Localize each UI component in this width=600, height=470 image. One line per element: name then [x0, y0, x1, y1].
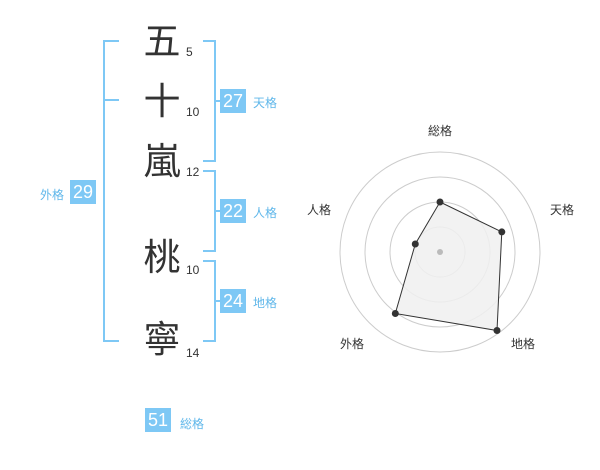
- radar-label-chikaku: 地格: [511, 337, 536, 351]
- stroke-count-4: 10: [186, 263, 200, 277]
- radar-point-3: [493, 326, 501, 334]
- radar-ring-4: [339, 151, 541, 353]
- radar-label-tenkaku: 天格: [550, 203, 575, 217]
- soukaku-value: 51: [145, 408, 172, 432]
- radar-point-1: [436, 198, 444, 206]
- name-char-5: 寧: [143, 318, 181, 361]
- jinkaku-value: 22: [220, 199, 247, 223]
- gaikaku-label: 外格: [40, 188, 65, 202]
- jinkaku-label: 人格: [253, 206, 278, 220]
- chikaku-bracket-connector: [214, 300, 220, 302]
- radar-point-4: [391, 309, 399, 317]
- name-char-1: 五: [143, 20, 181, 63]
- tenkaku-label: 天格: [253, 96, 278, 110]
- radar-points: [391, 198, 506, 334]
- tenkaku-value: 27: [220, 89, 247, 113]
- gaikaku-bracket-divider: [103, 99, 119, 101]
- stroke-count-3: 12: [186, 165, 200, 179]
- radar-polygon: [394, 201, 503, 332]
- radar-center-dot: [437, 249, 443, 255]
- soukaku-label: 総格: [180, 417, 205, 431]
- radar-label-gaikaku: 外格: [340, 337, 365, 351]
- radar-ring-3: [364, 176, 516, 328]
- stroke-count-5: 14: [186, 346, 200, 360]
- chikaku-label: 地格: [253, 296, 278, 310]
- name-char-4: 桃: [143, 236, 181, 279]
- jinkaku-bracket-connector: [214, 210, 220, 212]
- stroke-count-1: 5: [186, 45, 193, 59]
- radar-label-soukaku: 総格: [428, 124, 453, 138]
- name-char-3: 嵐: [143, 140, 181, 183]
- chikaku-value: 24: [220, 289, 247, 313]
- gaikaku-value: 29: [70, 180, 97, 204]
- radar-point-5: [411, 240, 419, 248]
- radar-point-2: [498, 228, 506, 236]
- gaikaku-bracket: [103, 40, 119, 342]
- stroke-count-2: 10: [186, 105, 200, 119]
- radar-label-jinkaku: 人格: [307, 203, 332, 217]
- tenkaku-bracket-connector: [214, 100, 220, 102]
- name-char-2: 十: [143, 80, 181, 123]
